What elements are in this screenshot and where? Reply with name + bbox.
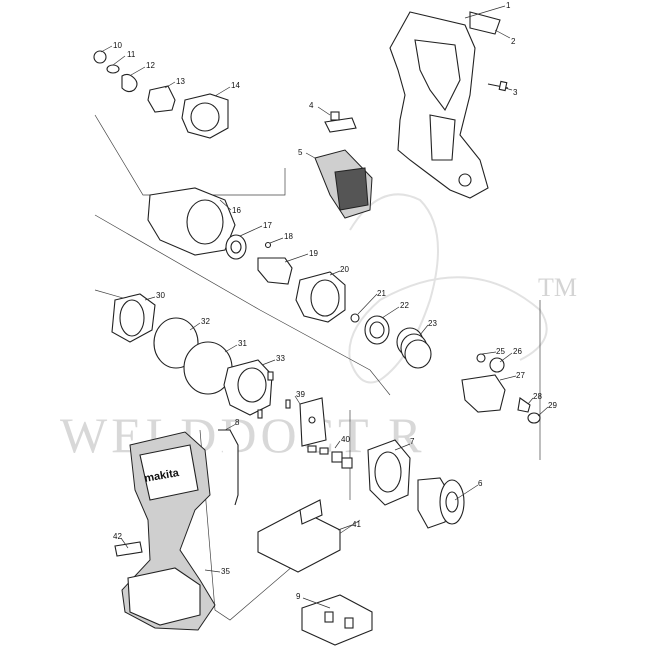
callout-31: 31 — [238, 339, 247, 348]
callout-17: 17 — [263, 221, 272, 230]
ring-group — [111, 293, 233, 395]
callout-numbers: 1 2 3 4 5 6 7 8 9 10 11 12 13 14 16 17 1… — [113, 1, 557, 601]
callout-9: 9 — [296, 592, 301, 601]
callout-5: 5 — [298, 148, 303, 157]
tool-housing: makita — [114, 431, 216, 631]
lead-wire — [218, 429, 239, 506]
trigger-switch — [314, 149, 373, 219]
callout-8: 8 — [235, 418, 240, 427]
callout-19: 19 — [309, 249, 318, 258]
callout-18: 18 — [284, 232, 293, 241]
callout-40: 40 — [341, 435, 350, 444]
anvil-group — [461, 353, 541, 424]
callout-6: 6 — [478, 479, 483, 488]
screw — [487, 80, 509, 92]
callout-23: 23 — [428, 319, 437, 328]
callout-35: 35 — [221, 567, 230, 576]
callout-27: 27 — [516, 371, 525, 380]
callout-13: 13 — [176, 77, 185, 86]
motor — [367, 439, 465, 529]
callout-41: 41 — [352, 520, 361, 529]
slide-switch — [324, 111, 357, 133]
callout-16: 16 — [232, 206, 241, 215]
callout-29: 29 — [548, 401, 557, 410]
callout-21: 21 — [377, 289, 386, 298]
housing-half — [389, 11, 501, 199]
callout-20: 20 — [340, 265, 349, 274]
controller — [257, 499, 341, 573]
callout-39: 39 — [296, 390, 305, 399]
callout-30: 30 — [156, 291, 165, 300]
callout-33: 33 — [276, 354, 285, 363]
ring-gear — [223, 359, 291, 419]
watermark-trademark: TM — [538, 273, 577, 302]
leader-lines — [100, 5, 549, 609]
watermark-swoosh — [348, 193, 548, 384]
spindle-group — [225, 234, 346, 323]
callout-12: 12 — [146, 61, 155, 70]
callout-26: 26 — [513, 347, 522, 356]
frame-middle — [94, 214, 391, 396]
spring-group — [350, 313, 432, 369]
battery-terminal — [301, 594, 373, 646]
watermark-text: WELDDOCT R — [60, 407, 425, 463]
frame-upper — [94, 114, 286, 196]
callout-2: 2 — [511, 37, 516, 46]
callout-22: 22 — [400, 301, 409, 310]
nose-parts — [93, 50, 229, 139]
callout-14: 14 — [231, 81, 240, 90]
callout-1: 1 — [506, 1, 511, 10]
callout-4: 4 — [309, 101, 314, 110]
callout-42: 42 — [113, 532, 122, 541]
callout-3: 3 — [513, 88, 518, 97]
callout-32: 32 — [201, 317, 210, 326]
terminal-plate — [299, 397, 353, 469]
callout-25: 25 — [496, 347, 505, 356]
callout-10: 10 — [113, 41, 122, 50]
callout-7: 7 — [410, 437, 415, 446]
callout-11: 11 — [127, 50, 136, 59]
hammer-case — [147, 187, 236, 256]
callout-28: 28 — [533, 392, 542, 401]
